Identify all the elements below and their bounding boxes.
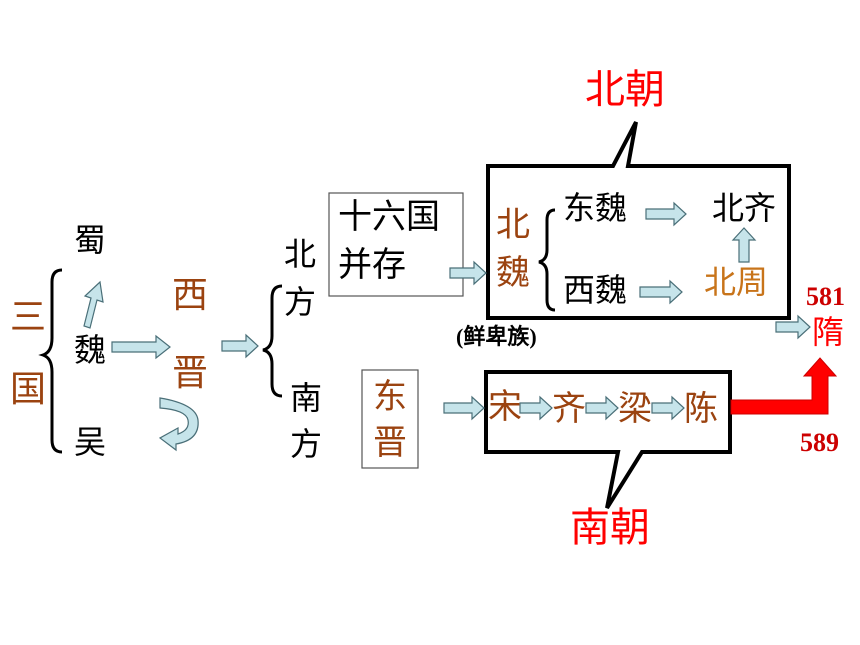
eastern-jin-box [361, 369, 419, 469]
arrow-sixteen-to-northern-wei [449, 260, 487, 286]
north-label-1: 北 [284, 235, 317, 273]
northern-wei-brace [538, 208, 556, 312]
flow-arrows [83, 201, 811, 421]
wei-label: 魏 [74, 331, 107, 369]
northern-qi-label: 北齐 [712, 189, 777, 227]
arrow-zhou-to-sui [775, 314, 811, 340]
western-jin-label-1: 西 [172, 275, 209, 316]
south-label-1: 南 [290, 379, 323, 417]
eastern-jin-label-2: 晋 [373, 423, 407, 463]
qi-label: 齐 [552, 389, 586, 429]
arrow-western-jin-to-split [221, 333, 259, 359]
sixteen-kingdoms-line-2: 并存 [338, 245, 406, 285]
sui-label: 隋 [812, 313, 845, 351]
south-label-2: 方 [290, 425, 323, 463]
three-kingdoms-brace [38, 268, 63, 454]
northern-wei-label-1: 北 [496, 205, 530, 245]
arrow-zhou-to-qi [731, 227, 757, 263]
northern-wei-label-2: 魏 [496, 253, 530, 293]
north-label-2: 方 [284, 283, 317, 321]
shu-label: 蜀 [74, 221, 107, 259]
arrow-wei-to-shu [83, 280, 104, 329]
liang-label: 梁 [618, 389, 652, 429]
chen-label: 陈 [684, 389, 718, 429]
wu-label: 吴 [74, 423, 107, 461]
southern-dynasties-title: 南朝 [570, 505, 650, 551]
north-south-brace [262, 284, 283, 398]
sui-year-589: 589 [800, 428, 839, 457]
song-label: 宋 [488, 387, 522, 427]
sui-year-581: 581 [806, 282, 845, 311]
arrow-eastern-jin-to-song [443, 395, 485, 421]
arrow-liang-to-chen [651, 395, 685, 421]
xianbei-note: (鲜卑族) [456, 324, 537, 349]
curved-return-arrow [158, 397, 199, 452]
sixteen-kingdoms-line-1: 十六国 [338, 197, 440, 237]
northern-dynasties-title: 北朝 [585, 67, 665, 113]
arrow-chen-to-sui [730, 357, 838, 415]
three-kingdoms-label-2: 国 [10, 369, 47, 410]
eastern-wei-label: 东魏 [563, 189, 628, 227]
arrow-wei-to-western-jin [111, 334, 171, 360]
northern-zhou-label: 北周 [704, 263, 769, 301]
sixteen-kingdoms-box [328, 192, 464, 297]
arrow-western-wei-to-zhou [639, 279, 683, 305]
arrow-eastern-wei-to-qi [645, 201, 687, 227]
arrow-song-to-qi [519, 395, 553, 421]
arrow-qi-to-liang [585, 395, 619, 421]
western-wei-label: 西魏 [563, 271, 628, 309]
three-kingdoms-label-1: 三 [10, 297, 47, 338]
western-jin-label-2: 晋 [172, 353, 209, 394]
eastern-jin-label-1: 东 [373, 377, 407, 417]
northern-dynasties-callout [486, 121, 791, 320]
